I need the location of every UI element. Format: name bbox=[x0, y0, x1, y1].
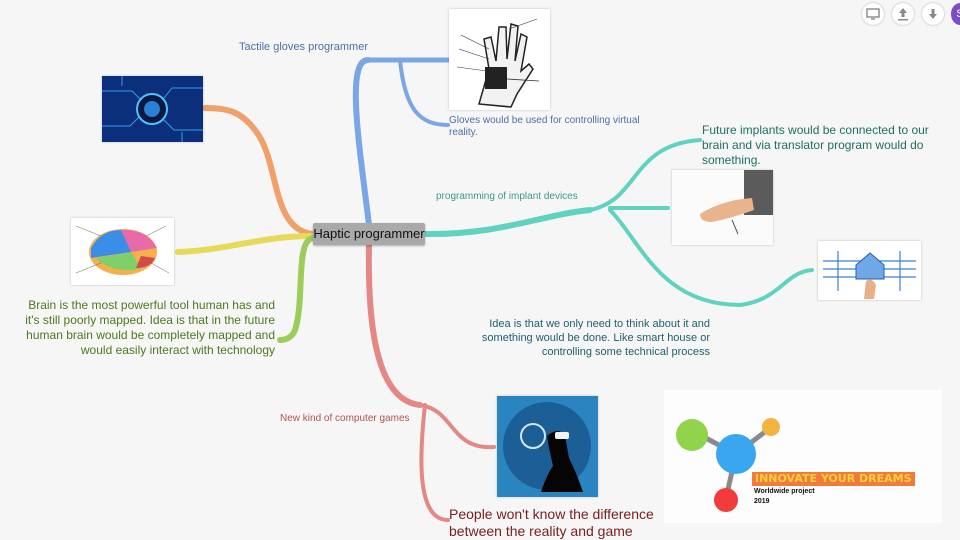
vr-player-illustration bbox=[497, 396, 598, 497]
games-note[interactable]: People won't know the difference between… bbox=[449, 506, 654, 539]
central-node[interactable]: Haptic programmer bbox=[313, 223, 425, 245]
branch-tech-line bbox=[202, 105, 316, 237]
branch-gloves-label[interactable]: Tactile gloves programmer bbox=[239, 41, 368, 53]
gloves-image[interactable] bbox=[449, 9, 550, 110]
implants-note-top[interactable]: Future implants would be connected to ou… bbox=[702, 123, 929, 167]
branch-brain-line bbox=[277, 235, 316, 343]
innovate-subtitle: Worldwide project bbox=[754, 488, 815, 495]
innovate-card[interactable]: INNOVATE YOUR DREAMS Worldwide project 2… bbox=[664, 390, 942, 523]
innovate-title: INNOVATE YOUR DREAMS bbox=[752, 472, 915, 486]
molecule-logo bbox=[676, 418, 780, 512]
present-button[interactable] bbox=[862, 3, 884, 25]
branch-implants-line bbox=[422, 207, 593, 238]
branch-games-label[interactable]: New kind of computer games bbox=[280, 413, 410, 424]
branch-implants-top bbox=[588, 138, 702, 212]
circuit-image[interactable] bbox=[102, 76, 203, 142]
branch-games-to-image bbox=[418, 403, 496, 450]
brain-map-illustration bbox=[71, 218, 174, 285]
branch-games-line bbox=[365, 242, 423, 408]
branch-implants-bottom bbox=[608, 208, 814, 308]
branch-gloves-line bbox=[352, 57, 372, 228]
brain-image[interactable] bbox=[71, 218, 174, 285]
vr-game-image[interactable] bbox=[497, 396, 598, 497]
smart-house-illustration bbox=[818, 241, 921, 300]
download-button[interactable] bbox=[922, 3, 944, 25]
hand-image[interactable] bbox=[672, 170, 773, 245]
implants-note-bottom[interactable]: Idea is that we only need to think about… bbox=[481, 318, 710, 358]
monitor-icon bbox=[866, 8, 880, 20]
haptic-glove-illustration bbox=[449, 9, 550, 110]
share-button[interactable] bbox=[892, 3, 914, 25]
innovate-year: 2019 bbox=[754, 498, 770, 505]
branch-games-to-note bbox=[419, 403, 450, 522]
brain-note[interactable]: Brain is the most powerful tool human ha… bbox=[25, 298, 275, 357]
download-icon bbox=[929, 9, 937, 19]
upload-icon bbox=[898, 8, 908, 21]
user-avatar[interactable]: S bbox=[951, 3, 960, 25]
circuit-brain-illustration bbox=[102, 76, 203, 142]
hand-implant-illustration bbox=[672, 170, 773, 245]
smart-house-image[interactable] bbox=[818, 241, 921, 300]
branch-gloves-line-3 bbox=[398, 58, 450, 127]
branch-brain-image-line bbox=[175, 233, 316, 255]
branch-implants-label[interactable]: programming of implant devices bbox=[436, 191, 578, 202]
gloves-note[interactable]: Gloves would be used for controlling vir… bbox=[449, 115, 640, 138]
